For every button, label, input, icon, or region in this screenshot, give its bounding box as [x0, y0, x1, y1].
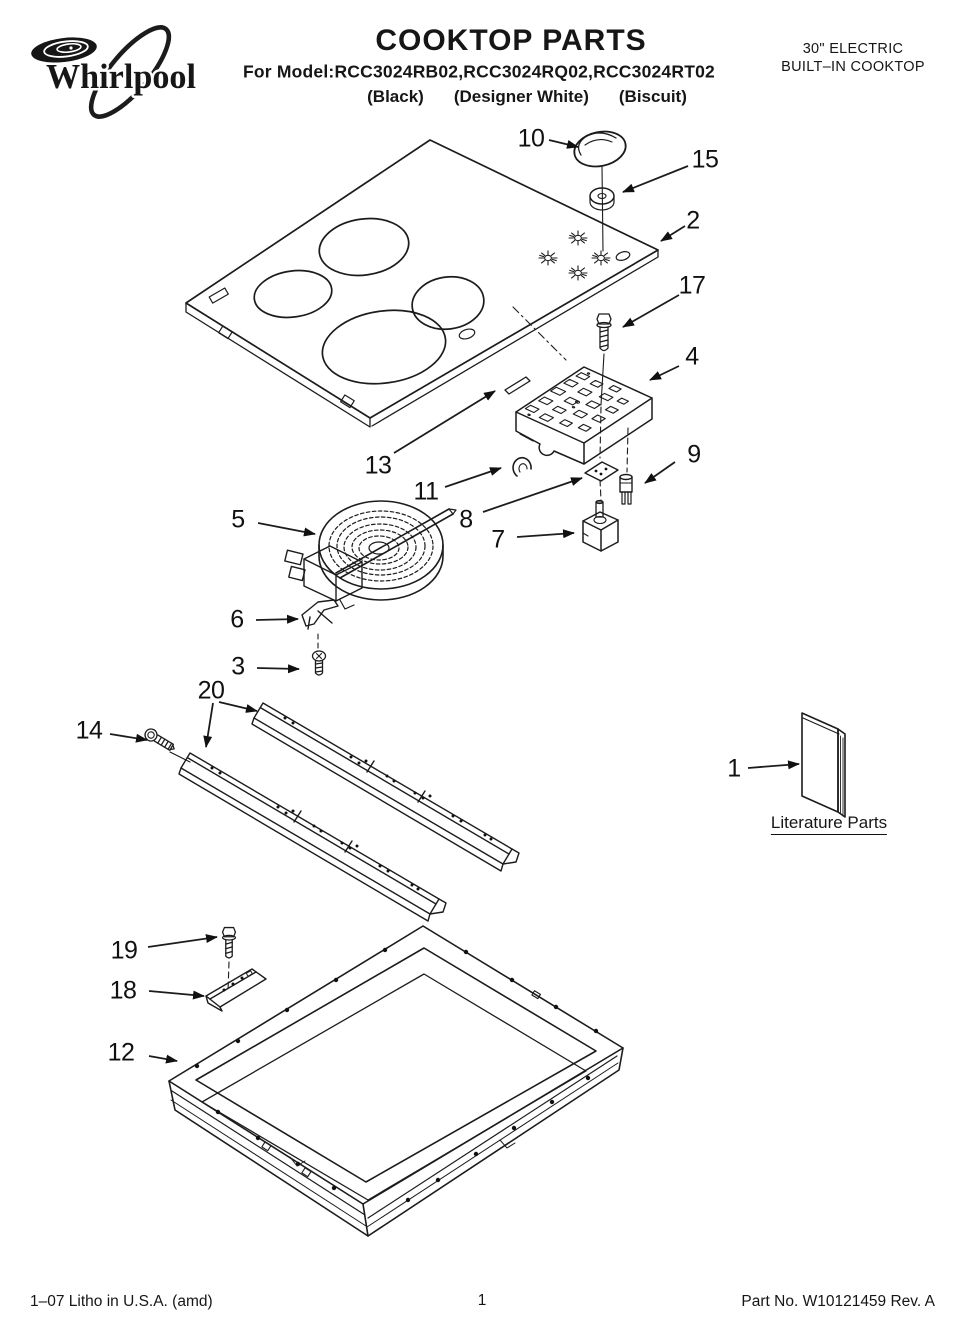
callout-20: 20	[197, 676, 225, 705]
callout-13: 13	[364, 451, 392, 480]
callout-18: 18	[109, 976, 137, 1005]
screw-19-axis-dash	[228, 962, 229, 991]
control-graphics	[538, 230, 611, 281]
finish-option-designer-white: (Designer White)	[453, 87, 589, 106]
literature-book-part-1	[802, 713, 845, 817]
screw-axis-line	[601, 354, 604, 405]
callout-leaders	[110, 140, 800, 1064]
element-terminal-box	[285, 546, 362, 609]
clip-part-11	[513, 458, 531, 476]
bracket-part-18	[206, 969, 266, 1011]
knob-washer-part-15	[590, 188, 614, 210]
product-type-line1: 30" ELECTRIC	[802, 41, 904, 57]
screw-14-leader	[170, 752, 190, 762]
callout-15: 15	[691, 145, 719, 174]
callout-11: 11	[413, 477, 439, 506]
callout-12: 12	[107, 1038, 135, 1067]
model-line: For Model:RCC3024RB02,RCC3024RQ02,RCC302…	[243, 61, 715, 82]
screw-part-14	[143, 727, 177, 754]
callout-1: 1	[727, 754, 741, 783]
hold-down-clip-part-6	[302, 600, 338, 649]
insulator-plate-part-8	[585, 462, 618, 481]
terminal-pin-part-9	[620, 428, 632, 504]
callout-19: 19	[110, 936, 138, 965]
callout-3: 3	[231, 652, 245, 681]
page-title: COOKTOP PARTS	[375, 24, 647, 57]
callout-17: 17	[678, 271, 706, 300]
footer-page-number: 1	[477, 1292, 487, 1309]
control-knob-part-10	[571, 127, 629, 251]
trim-strip-part-13	[505, 377, 530, 394]
callout-8: 8	[459, 505, 473, 534]
callout-7: 7	[491, 525, 505, 554]
product-type-block: 30" ELECTRIC BUILT–IN COOKTOP	[781, 40, 925, 76]
finish-option-biscuit: (Biscuit)	[618, 87, 687, 106]
assembly-axis-line	[513, 307, 566, 360]
burner-box-part-12	[169, 926, 623, 1236]
brand-wordmark: Whirlpool	[46, 57, 196, 96]
callout-9: 9	[687, 440, 701, 469]
mounting-rail-part-20-upper	[251, 702, 520, 872]
callout-14: 14	[75, 716, 103, 745]
screw-part-17	[597, 314, 611, 351]
product-type-line2: BUILT–IN COOKTOP	[781, 59, 925, 75]
callout-4: 4	[685, 342, 699, 371]
switch-axis-dash	[600, 480, 601, 500]
callout-10: 10	[517, 124, 545, 153]
whirlpool-logo: Whirlpool	[31, 17, 199, 127]
callout-2: 2	[686, 206, 700, 235]
mounting-rail-part-20-lower	[178, 752, 447, 922]
screw-part-3	[313, 651, 326, 675]
footer-litho-note: 1–07 Litho in U.S.A. (amd)	[30, 1293, 213, 1310]
footer-part-number: Part No. W10121459 Rev. A	[741, 1293, 935, 1310]
switch-part-7	[583, 500, 618, 551]
finish-options-line: (Black) (Designer White) (Biscuit)	[367, 87, 687, 107]
screw-part-19	[223, 928, 236, 958]
whirlpool-swirl-emblem	[31, 37, 97, 63]
burner-element-part-5	[285, 501, 456, 609]
literature-parts-label: Literature Parts	[770, 813, 888, 835]
glass-cooktop-part-2	[186, 140, 658, 427]
callout-5: 5	[231, 505, 245, 534]
finish-option-black: (Black)	[367, 87, 424, 106]
control-bracket-part-4	[516, 367, 652, 464]
callout-6: 6	[230, 605, 244, 634]
